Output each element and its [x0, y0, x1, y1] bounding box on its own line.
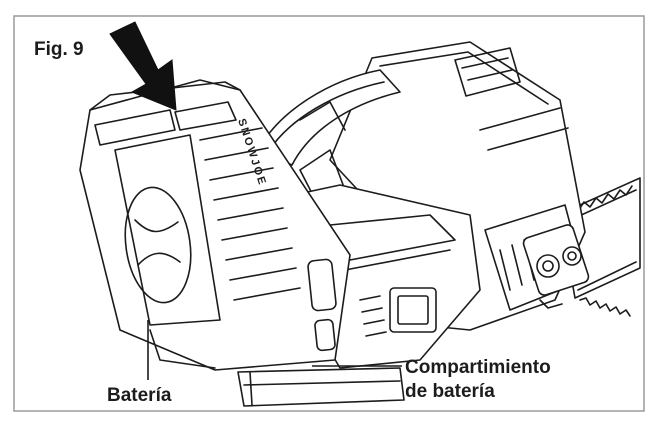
compartment-callout-line2: de batería	[405, 381, 495, 402]
press-arrow-icon	[109, 21, 177, 111]
compartment-callout: Compartimiento de batería	[405, 356, 551, 404]
motor-housing	[329, 41, 590, 331]
figure-border	[13, 15, 645, 412]
compartment-callout-line1: Compartimiento	[405, 357, 551, 378]
battery-callout: Batería	[107, 385, 172, 406]
battery-pack	[79, 79, 351, 371]
figure-label: Fig. 9	[34, 39, 84, 60]
chainsaw-illustration	[79, 41, 641, 407]
